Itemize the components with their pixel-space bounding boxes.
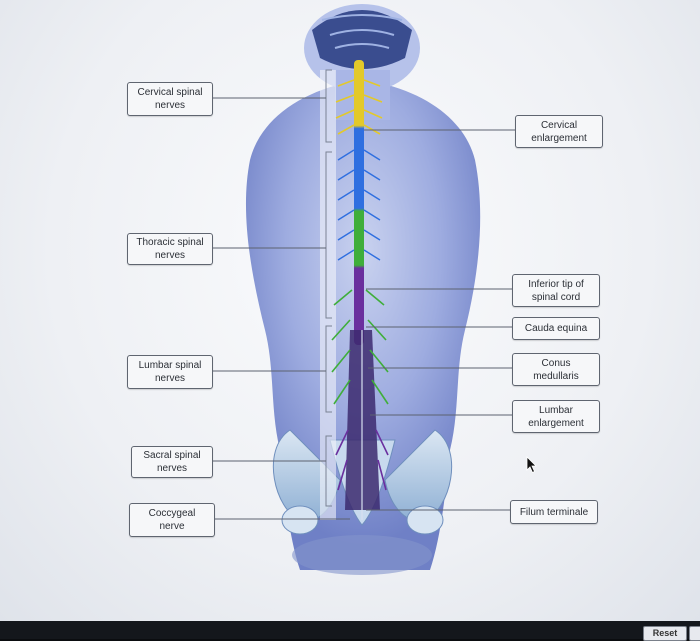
bottom-toolbar — [0, 621, 700, 639]
spinal-cord — [331, 60, 389, 520]
label-filum-terminale[interactable]: Filum terminale — [510, 500, 598, 524]
mouse-cursor-icon — [526, 456, 537, 474]
label-cervical-spinal-nerves[interactable]: Cervical spinal nerves — [127, 82, 213, 116]
label-inferior-tip-of-spinal-cord[interactable]: Inferior tip of spinal cord — [512, 274, 600, 307]
label-sacral-spinal-nerves[interactable]: Sacral spinal nerves — [131, 446, 213, 478]
label-conus-medullaris[interactable]: Conus medullaris — [512, 353, 600, 386]
diagram-screen: Cervical spinal nerves Thoracic spinal n… — [0, 0, 700, 621]
spinal-cord-figure — [212, 4, 515, 575]
label-lumbar-spinal-nerves[interactable]: Lumbar spinal nerves — [127, 355, 213, 389]
label-cauda-equina[interactable]: Cauda equina — [512, 317, 600, 340]
label-cervical-enlargement[interactable]: Cervical enlargement — [515, 115, 603, 148]
label-coccygeal-nerve[interactable]: Coccygeal nerve — [129, 503, 215, 537]
label-thoracic-spinal-nerves[interactable]: Thoracic spinal nerves — [127, 233, 213, 265]
label-lumbar-enlargement[interactable]: Lumbar enlargement — [512, 400, 600, 433]
